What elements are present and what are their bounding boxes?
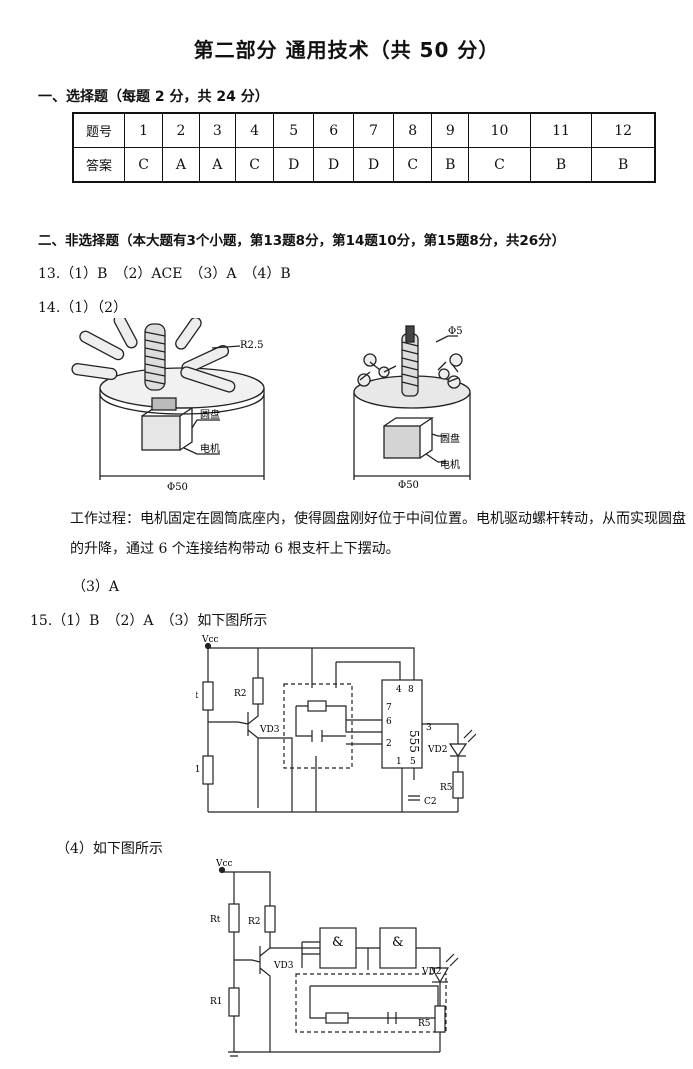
pin-label: 1 [396,757,402,767]
table-cell: 8 [393,112,433,148]
disk-label: 圆盘 [440,432,460,445]
dashed-module [295,973,447,1033]
table-cell: 1 [123,112,164,148]
resistor-r5 [434,1005,446,1033]
screw-rod [401,333,419,397]
table-row: 答案 C A A C D D D C B C B B [72,147,656,183]
resistor-rt [202,681,214,711]
table-cell: C [234,147,275,183]
vcc-label: Vcc [201,635,219,645]
q15-4-label: （4）如下图所示 [56,841,163,857]
mechanism-figure-1: R2.5 圆盘 电机 Φ50 [71,318,265,493]
table-cell: 5 [273,112,315,148]
led-vd2 [430,967,450,984]
rt-label: Rt [210,915,221,925]
dim-d-label: Φ50 [398,480,419,490]
table-cell: 2 [162,112,200,148]
motor-label: 电机 [200,442,220,455]
table-cell: 11 [529,112,593,148]
r5-label: R5 [418,1019,431,1029]
transistor-vd3 [247,704,259,808]
chip-label: 555 [407,730,421,753]
pin-label: 6 [386,717,392,727]
motor-block [383,425,421,459]
circuit-diagram-555: Vcc Rt R2 VD3 R1 555 7 6 2 4 8 3 1 5 VD2… [196,635,476,813]
page-title: 第二部分 通用技术（共 50 分） [193,38,500,62]
q14-label: 14.（1）（2） [38,300,128,316]
table-cell: C [123,147,164,183]
ic-555 [381,679,423,769]
resistor-r1 [202,755,214,785]
table-cell: 3 [198,112,236,148]
resistor-r1 [228,987,240,1017]
r1-label: R1 [210,997,223,1007]
motor-block [141,415,181,451]
table-cell: B [529,147,593,183]
link-arms [357,353,463,389]
r1-label: R1 [196,765,201,775]
dimension-line [99,468,265,480]
vcc-rail [222,871,271,906]
pin-label: 3 [426,723,432,733]
table-cell: A [162,147,200,183]
vcc-rail [208,647,415,680]
pin-label: 4 [396,685,402,695]
dim-r-label: Φ5 [448,326,463,337]
q14-3-answer: （3）A [72,579,120,595]
q13-answer: 13.（1）B （2）ACE （3）A （4）B [38,266,291,282]
dim-d-label: Φ50 [167,482,188,493]
table-cell: C [393,147,433,183]
section-1-heading: 一、选择题（每题 2 分，共 24 分） [38,89,269,105]
transistor-vd3 [259,932,271,1052]
led-vd2 [448,743,468,758]
process-description: 工作过程：电机固定在圆筒底座内，使得圆盘刚好位于中间位置。电机驱动螺杆转动，从而… [70,511,686,557]
r2-label: R2 [248,917,261,927]
r2-label: R2 [234,689,247,699]
disk-label: 圆盘 [200,408,220,421]
circuit-diagram-gates: Vcc Rt R2 VD3 R1 & & VD2 R5 [210,859,459,1057]
table-cell: 4 [234,112,275,148]
table-cell: 10 [468,112,531,148]
pin-label: 5 [410,757,416,767]
resistor-r5 [452,771,464,799]
table-cell: B [431,147,470,183]
gate-label: & [332,935,344,950]
answer-table: 题号 1 2 3 4 5 6 7 8 9 10 11 12 答案 C A A C… [72,112,656,183]
motor-label: 电机 [440,458,460,471]
section-2-heading: 二、非选择题（本大题有3个小题，第13题8分，第14题10分，第15题8分，共2… [38,233,566,249]
table-cell: A [198,147,236,183]
c2-label: C2 [424,797,437,807]
table-cell: 9 [431,112,470,148]
table-cell: D [353,147,395,183]
mechanism-figure-2: Φ5 圆盘 电机 Φ50 [353,325,471,490]
pin-label: 7 [386,703,392,713]
resistor-r2 [264,905,276,933]
vd2-label: VD2 [427,745,447,755]
table-cell: 6 [313,112,355,148]
dim-r-label: R2.5 [240,340,263,351]
table-cell: 7 [353,112,395,148]
pin-label: 8 [408,685,414,695]
resistor-rt [228,903,240,933]
slot-links [71,318,236,393]
vcc-label: Vcc [215,859,233,869]
table-header-cell: 答案 [72,147,125,183]
resistor-r2 [252,677,264,705]
vd3-label: VD3 [273,961,294,971]
table-cell: D [273,147,315,183]
rt-label: Rt [196,691,199,701]
pin-label: 2 [386,739,392,749]
table-cell: B [591,147,656,183]
vd3-label: VD3 [259,725,280,735]
dashed-module [283,683,353,769]
table-header-cell: 题号 [72,112,125,148]
table-cell: 12 [591,112,656,148]
table-cell: D [313,147,355,183]
vd2-label: VD2 [421,967,441,977]
q15-answer: 15.（1）B （2）A （3）如下图所示 [30,613,268,629]
gate-label: & [392,935,404,950]
table-cell: C [468,147,531,183]
r5-label: R5 [440,783,453,793]
table-row: 题号 1 2 3 4 5 6 7 8 9 10 11 12 [72,112,656,148]
